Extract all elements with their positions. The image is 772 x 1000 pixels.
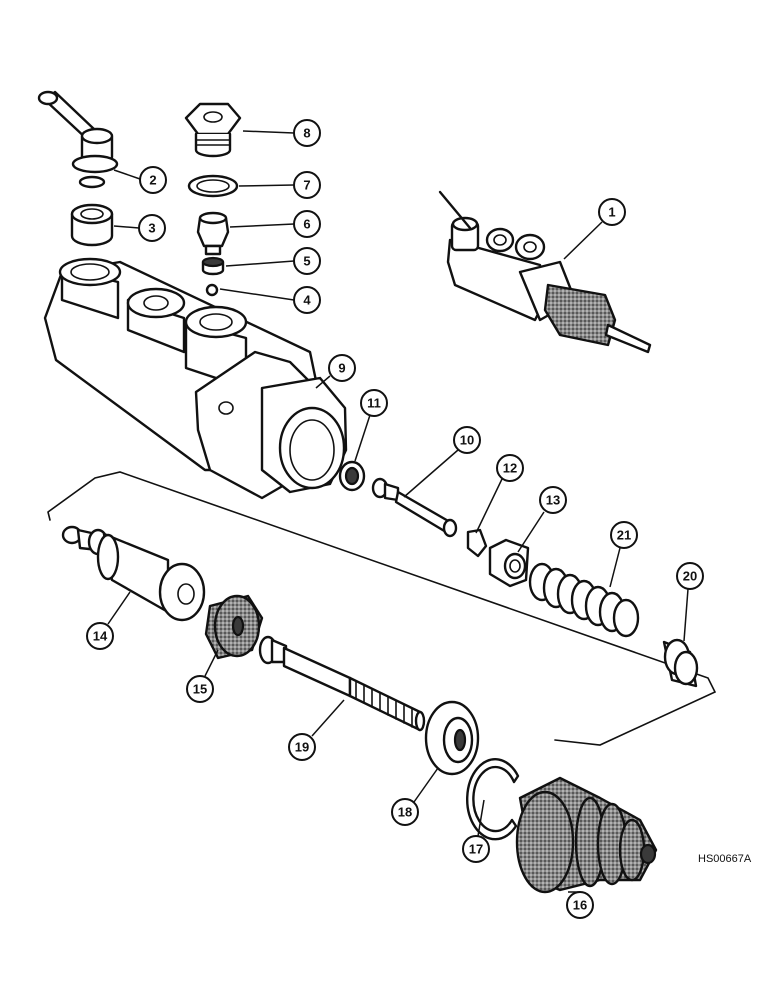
callout-6: 6 [293, 210, 321, 238]
part-17-snap-ring [466, 758, 520, 841]
callout-19-label: 19 [295, 740, 309, 755]
part-8-plug [184, 102, 242, 158]
part-20-sleeve [662, 638, 699, 688]
part-5-seat [201, 256, 225, 276]
callout-5-label: 5 [303, 254, 310, 269]
callout-8: 8 [293, 119, 321, 147]
callout-11-label: 11 [367, 396, 381, 411]
callout-9-label: 9 [338, 361, 345, 376]
callout-2-label: 2 [149, 173, 156, 188]
figure-reference-code: HS00667A [698, 853, 752, 865]
part-18-washer [424, 700, 480, 776]
callout-4: 4 [293, 286, 321, 314]
part-13-spring-retainer [488, 538, 530, 588]
callout-13-label: 13 [546, 493, 560, 508]
callout-3: 3 [138, 214, 166, 242]
callout-14-label: 14 [93, 629, 108, 644]
callout-7: 7 [293, 171, 321, 199]
part-12-washer [466, 528, 488, 558]
callout-17: 17 [462, 835, 490, 863]
part-6-valve [196, 211, 230, 256]
callout-1-label: 1 [608, 205, 615, 220]
callout-20-label: 20 [683, 569, 697, 584]
callout-9: 9 [328, 354, 356, 382]
callout-16-label: 16 [573, 898, 587, 913]
callout-1: 1 [598, 198, 626, 226]
part-3-bushing [70, 203, 114, 247]
callout-6-label: 6 [303, 217, 310, 232]
part-11-seal [338, 460, 366, 492]
callout-17-label: 17 [469, 842, 483, 857]
callout-15: 15 [186, 675, 214, 703]
callout-4-label: 4 [303, 293, 311, 308]
part-10-pushrod [371, 477, 458, 538]
callout-18: 18 [391, 798, 419, 826]
callout-10-label: 10 [460, 433, 474, 448]
part-19-threaded-rod [258, 635, 426, 732]
callout-7-label: 7 [303, 178, 310, 193]
callout-13: 13 [539, 486, 567, 514]
callout-8-label: 8 [303, 126, 310, 141]
callout-10: 10 [453, 426, 481, 454]
callout-12: 12 [496, 454, 524, 482]
part-4-ball [205, 283, 219, 297]
callout-15-label: 15 [193, 682, 207, 697]
part-1-assembled-cylinder [438, 190, 652, 354]
callout-5: 5 [293, 247, 321, 275]
callout-11: 11 [360, 389, 388, 417]
part-7-washer [187, 174, 239, 198]
callout-19: 19 [288, 733, 316, 761]
callout-2: 2 [139, 166, 167, 194]
callout-21: 21 [610, 521, 638, 549]
part-14-piston [61, 525, 206, 622]
callout-3-label: 3 [148, 221, 155, 236]
callout-12-label: 12 [503, 461, 517, 476]
part-16-dust-boot [515, 776, 658, 894]
callout-14: 14 [86, 622, 114, 650]
callout-leaders [107, 130, 689, 893]
callout-20: 20 [676, 562, 704, 590]
callout-16: 16 [566, 891, 594, 919]
callout-21-label: 21 [617, 528, 631, 543]
part-15-cup-seal [204, 594, 264, 660]
part-2-fitting [37, 90, 119, 189]
part-9-cylinder-body [43, 257, 348, 500]
part-21-spring [528, 562, 640, 638]
callout-18-label: 18 [398, 805, 412, 820]
kit-boundary-line [47, 471, 717, 746]
